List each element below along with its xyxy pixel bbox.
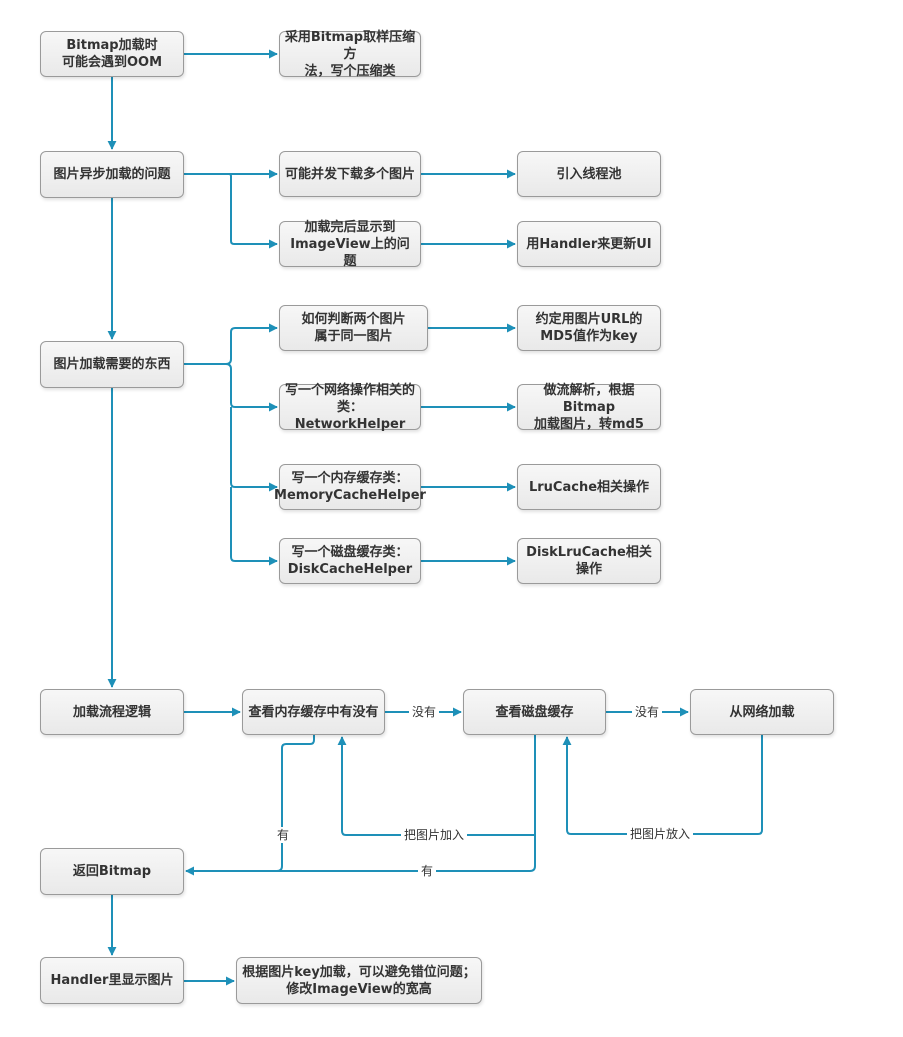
node-load-flow: 加载流程逻辑	[40, 689, 184, 735]
arrow-n8-n15	[230, 487, 278, 566]
node-same-image-check: 如何判断两个图片 属于同一图片	[279, 305, 428, 351]
edge-label-memory-none: 没有	[409, 704, 440, 720]
node-async-loading-issue: 图片异步加载的问题	[40, 151, 184, 198]
node-disk-cache-helper: 写一个磁盘缓存类： DiskCacheHelper	[279, 538, 421, 584]
node-load-from-network: 从网络加载	[690, 689, 834, 735]
edge-label-disk-none: 没有	[632, 704, 663, 720]
node-concurrent-download: 可能并发下载多个图片	[279, 151, 421, 197]
node-loading-needs: 图片加载需要的东西	[40, 341, 184, 388]
edge-label-memory-has: 有	[274, 827, 293, 843]
node-imageview-display-issue: 加载完后显示到 ImageView上的问题	[279, 220, 421, 269]
arrow-n3-n6	[184, 173, 278, 249]
edge-label-put-into-disk: 把图片放入	[627, 826, 694, 842]
node-check-disk-cache: 查看磁盘缓存	[463, 689, 606, 735]
node-handler-display: Handler里显示图片	[40, 957, 184, 1004]
node-load-by-key: 根据图片key加载，可以避免错位问题； 修改ImageView的宽高	[236, 957, 482, 1004]
arrow-n8-n9	[184, 323, 278, 365]
node-handler-update-ui: 用Handler来更新UI	[517, 221, 661, 267]
node-network-helper: 写一个网络操作相关的 类：NetworkHelper	[279, 383, 421, 432]
node-return-bitmap: 返回Bitmap	[40, 848, 184, 895]
node-check-memory-cache: 查看内存缓存中有没有	[242, 689, 385, 735]
edge-label-disk-has: 有	[418, 863, 437, 879]
node-lrucache-ops: LruCache相关操作	[517, 464, 661, 510]
arrow-n8-n13	[230, 407, 278, 492]
arrow-n19-n18-put	[337, 736, 535, 836]
node-disklrucache-ops: DiskLruCache相关操作	[517, 538, 661, 584]
node-stream-parse: 做流解析，根据Bitmap 加载图片，转md5	[517, 383, 661, 432]
arrow-n8-n11	[184, 363, 278, 412]
arrow-n18-n21-has	[185, 735, 315, 876]
node-md5-key: 约定用图片URL的 MD5值作为key	[517, 305, 661, 351]
node-bitmap-sampling: 采用Bitmap取样压缩方 法，写个压缩类	[279, 30, 421, 79]
node-thread-pool: 引入线程池	[517, 151, 661, 197]
arrow-n20-n19-put	[562, 735, 763, 835]
node-bitmap-oom: Bitmap加载时 可能会遇到OOM	[40, 31, 184, 77]
arrow-n19-n21-has	[277, 735, 536, 872]
node-memory-cache-helper: 写一个内存缓存类： MemoryCacheHelper	[274, 464, 426, 510]
edge-label-put-into-memory: 把图片加入	[401, 827, 468, 843]
